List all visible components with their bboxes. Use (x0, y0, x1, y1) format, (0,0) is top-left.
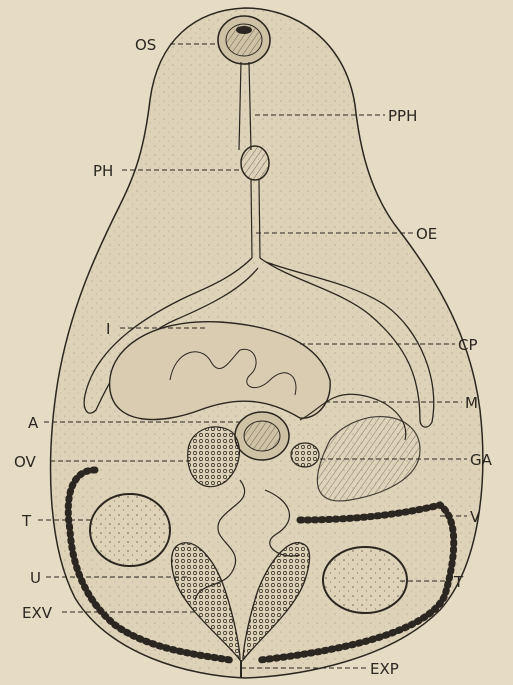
pharynx (241, 146, 269, 180)
label-cp: CP (458, 336, 478, 354)
label-oe: OE (416, 225, 437, 243)
testis-right (323, 547, 407, 613)
label-os: OS (135, 36, 156, 54)
genital-atrium (291, 443, 319, 467)
label-u: U (30, 569, 41, 587)
label-exp: EXP (370, 660, 399, 678)
testis-left (90, 494, 170, 566)
label-ph: PH (93, 162, 113, 180)
label-v: V (470, 508, 481, 526)
label-exv: EXV (22, 604, 53, 622)
label-i: I (106, 320, 110, 338)
label-a: A (28, 414, 39, 432)
label-ga: GA (470, 451, 493, 469)
label-m: M (465, 394, 478, 412)
label-t-left: T (21, 512, 32, 530)
label-ov: OV (14, 453, 37, 471)
label-pph: PPH (388, 107, 417, 125)
oral-sucker (218, 16, 270, 64)
ventral-sucker (235, 412, 289, 460)
label-t-right: T (453, 573, 464, 591)
